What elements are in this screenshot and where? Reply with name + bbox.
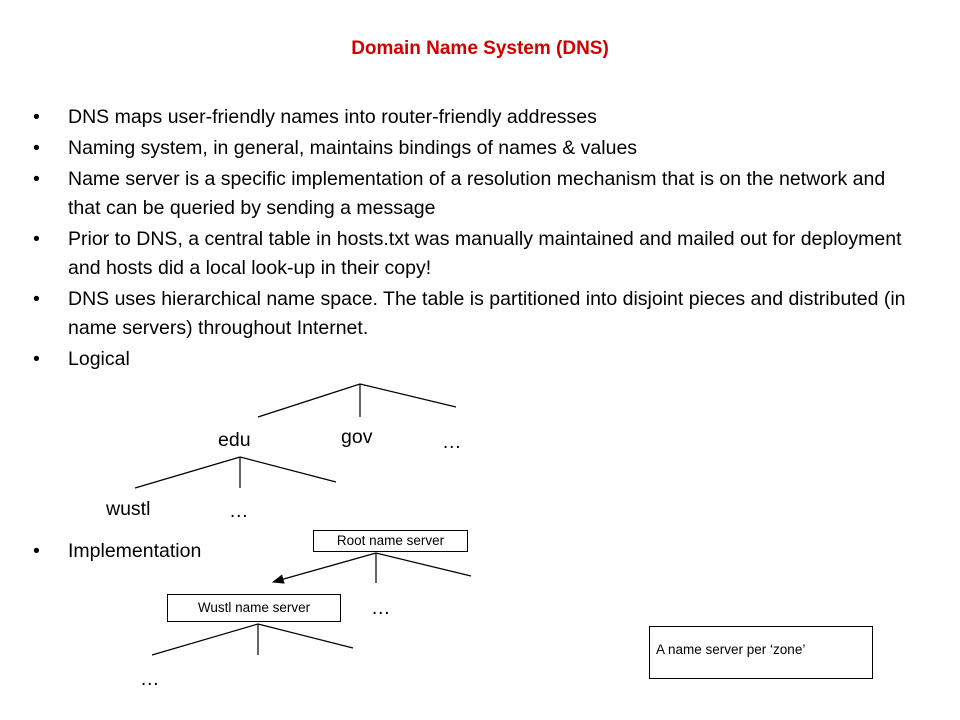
bullet-item: • Name server is a specific implementati… xyxy=(30,165,920,223)
zone-note-box: A name server per ‘zone’ xyxy=(649,626,873,679)
bullet-marker: • xyxy=(33,137,40,159)
bullet-item: • Naming system, in general, maintains b… xyxy=(30,134,920,163)
node-ellipsis: … xyxy=(140,668,160,690)
node-gov: gov xyxy=(341,426,373,448)
bullet-marker: • xyxy=(33,540,40,562)
bullet-text: DNS maps user-friendly names into router… xyxy=(68,106,597,128)
tree-edge xyxy=(151,623,259,656)
bullet-item: • Prior to DNS, a central table in hosts… xyxy=(30,225,920,283)
tree-edge xyxy=(257,383,361,418)
bullet-marker: • xyxy=(33,288,40,310)
bullet-text: Logical xyxy=(68,348,130,370)
bullet-item: • Logical xyxy=(30,345,920,374)
bullet-text: Name server is a specific implementation… xyxy=(68,168,886,219)
bullet-item: • DNS uses hierarchical name space. The … xyxy=(30,285,920,343)
tree-edge xyxy=(257,623,354,649)
node-edu: edu xyxy=(218,429,251,451)
node-ellipsis: … xyxy=(442,431,462,453)
bullet-marker: • xyxy=(33,168,40,190)
tree-edge xyxy=(375,552,472,577)
node-ellipsis: … xyxy=(229,500,249,522)
bullet-marker: • xyxy=(33,348,40,370)
wustl-name-server-box: Wustl name server xyxy=(167,594,341,622)
slide-title: Domain Name System (DNS) xyxy=(351,38,609,59)
bullet-list: • DNS maps user-friendly names into rout… xyxy=(30,103,920,376)
tree-edge xyxy=(359,383,457,408)
tree-edge xyxy=(134,456,241,489)
bullet-text: DNS uses hierarchical name space. The ta… xyxy=(68,288,906,339)
bullet-text: Naming system, in general, maintains bin… xyxy=(68,137,638,159)
tree-arrow xyxy=(271,552,377,584)
bullet-item: • DNS maps user-friendly names into rout… xyxy=(30,103,920,132)
node-wustl: wustl xyxy=(106,498,151,520)
root-name-server-box: Root name server xyxy=(313,530,468,552)
bullet-marker: • xyxy=(33,106,40,128)
bullet-text: Implementation xyxy=(68,540,202,562)
node-ellipsis: … xyxy=(371,597,391,619)
tree-edge xyxy=(239,456,337,483)
bullet-text: Prior to DNS, a central table in hosts.t… xyxy=(68,228,902,279)
bullet-item: • Implementation xyxy=(30,537,201,566)
bullet-marker: • xyxy=(33,228,40,250)
